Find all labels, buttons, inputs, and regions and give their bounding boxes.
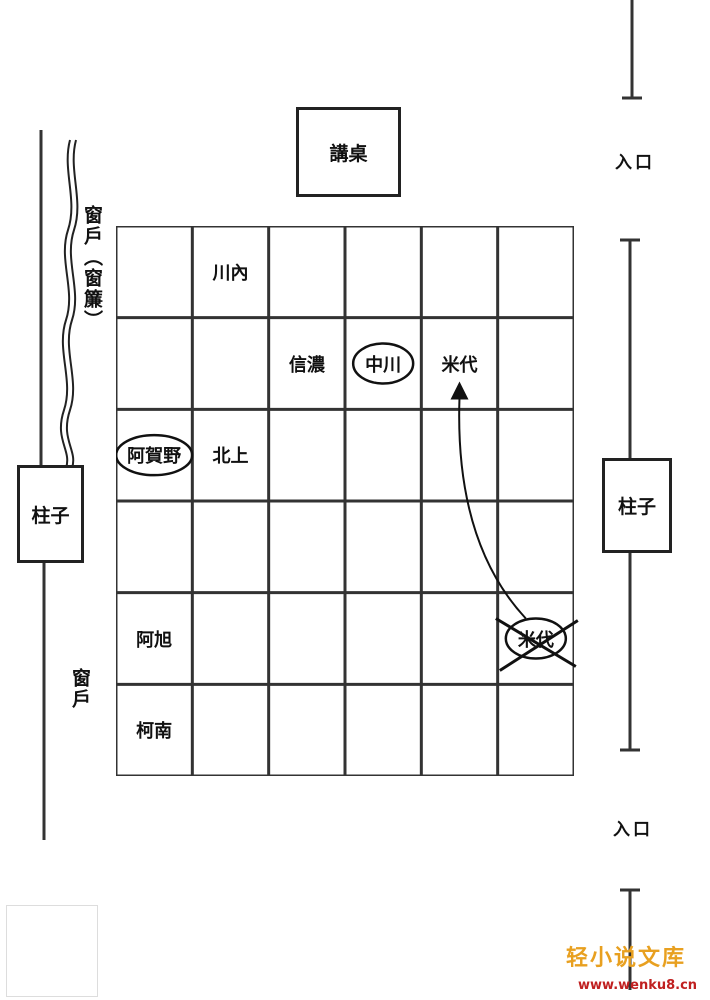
watermark-site: 轻小说文库 (566, 946, 687, 971)
seat-circle-mark (116, 433, 194, 477)
seat-label: 柯南 (136, 721, 173, 743)
seating-grid: 川內信濃中川米代阿賀野北上阿旭米代柯南 (116, 226, 579, 776)
window-label-bottom: 窗戶 (69, 668, 91, 710)
pillar-right: 柱子 (602, 458, 672, 553)
annotation-layer (116, 342, 579, 672)
seat-label: 北上 (212, 446, 249, 468)
seat-label: 阿賀野 (127, 446, 182, 468)
curtain-line (59, 139, 73, 469)
left-wall (39, 130, 79, 840)
seat-cross-mark (495, 617, 577, 668)
curtain-line (65, 139, 79, 469)
entrance-bottom: 入口 (613, 820, 653, 840)
window-label-top: 窗戶（窗簾） (81, 205, 103, 331)
corner-stamp (6, 905, 98, 997)
pillar-left: 柱子 (17, 465, 84, 563)
right-wall (620, 0, 642, 990)
seat-label: 川內 (212, 262, 249, 284)
seat-label: 中川 (365, 354, 402, 376)
seat-cross-mark (499, 619, 579, 672)
seat-label: 信濃 (288, 354, 325, 376)
podium: 講桌 (296, 107, 401, 197)
grid-lines (116, 226, 574, 776)
seat-label: 阿旭 (136, 629, 173, 651)
seat-label: 米代 (517, 629, 554, 651)
seat-label: 米代 (441, 354, 478, 376)
entrance-top: 入口 (615, 153, 655, 173)
move-arrow-line (458, 397, 527, 620)
seat-circle-mark (504, 617, 568, 660)
watermark-url: www.wenku8.cn (578, 978, 698, 993)
move-arrow-head (450, 381, 469, 400)
seat-circle-mark (351, 342, 415, 385)
